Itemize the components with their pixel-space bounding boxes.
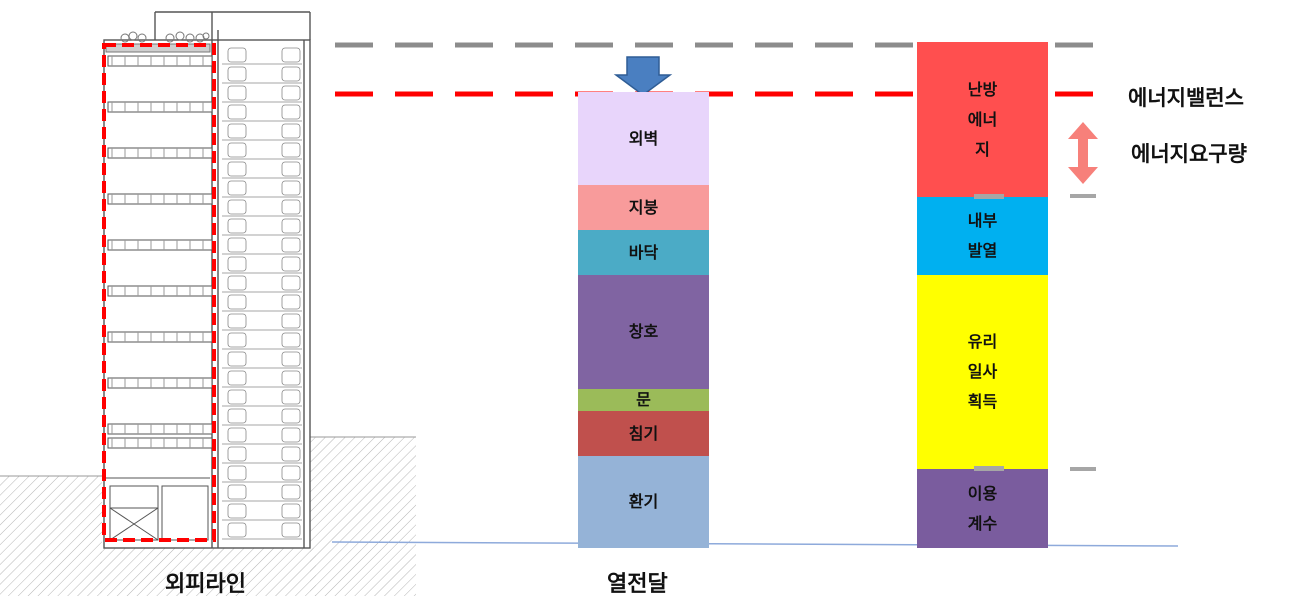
segment-windows: 창호 (578, 275, 709, 389)
parking-tower (222, 47, 302, 540)
building-section-drawing (0, 11, 416, 596)
stack-divider (974, 194, 1004, 199)
floor-slabs (107, 55, 213, 449)
building-caption: 외피라인 (165, 572, 246, 597)
energy-balance-label: 에너지밸런스 (1128, 86, 1244, 110)
segment-ventilation: 환기 (578, 456, 709, 548)
double-arrow-icon (1068, 122, 1098, 184)
segment-door: 문 (578, 389, 709, 411)
segment-roof: 지붕 (578, 185, 709, 230)
segment-infiltration: 침기 (578, 411, 709, 456)
segment-floor: 바닥 (578, 230, 709, 275)
heat-transfer-caption: 열전달 (607, 572, 668, 597)
heat-transfer-stack: 외벽 지붕 바닥 창호 문 침기 환기 (578, 92, 709, 548)
segment-exterior-wall: 외벽 (578, 92, 709, 185)
ground-line (331, 541, 1179, 547)
down-arrow-icon (613, 56, 673, 96)
energy-demand-label: 에너지요구량 (1131, 142, 1247, 166)
envelope-outline (102, 43, 216, 542)
ground-hatch (0, 436, 416, 596)
stack-divider (974, 466, 1004, 471)
